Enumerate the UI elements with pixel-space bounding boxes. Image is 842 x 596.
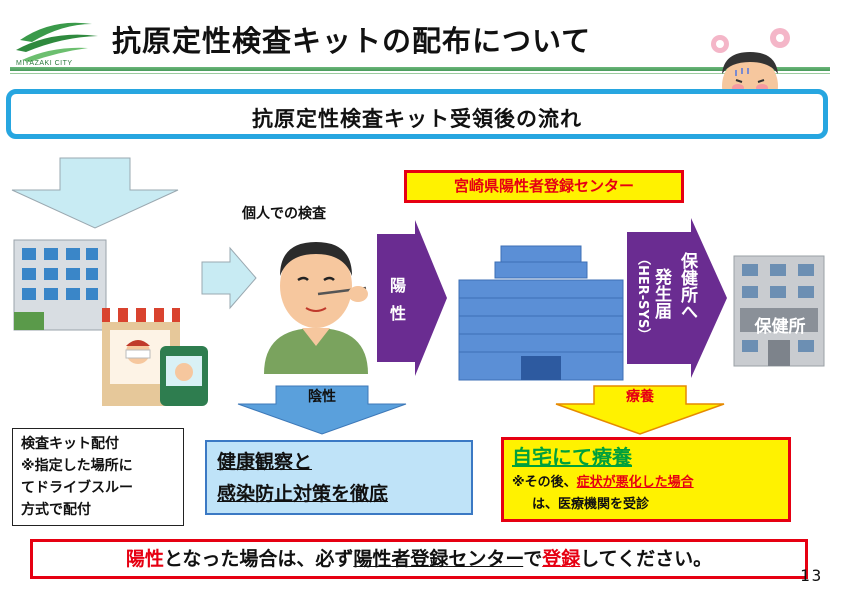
recovery-arrow: [555, 385, 725, 435]
registration-instruction-box: 陽性となった場合は、必ず陽性者登録センターで登録してください。: [30, 539, 808, 579]
drive-through-illustration: [102, 308, 208, 406]
report-label-1: 保健所へ: [677, 252, 697, 320]
subtitle-text: 抗原定性検査キット受領後の流れ: [252, 107, 582, 131]
bottom-part-6: してください。: [580, 548, 713, 570]
health-observation-box: 健康観察と 感染防止対策を徹底: [205, 440, 473, 515]
health-center-building: [733, 255, 825, 367]
kit-box-line-3: てドライブスルー: [21, 480, 133, 496]
home-note-red: 症状が悪化した場合: [576, 475, 694, 490]
report-label-2: 発生届: [651, 268, 671, 319]
bottom-part-4: で: [523, 548, 543, 570]
home-recovery-title: 自宅にて療養: [512, 445, 632, 469]
down-arrow-large: [11, 157, 179, 229]
kit-box-line-4: 方式で配付: [21, 502, 91, 518]
personal-test-label: 個人での検査: [242, 206, 326, 222]
kit-box-line-2: ※指定した場所に: [21, 458, 133, 474]
home-recovery-note-2: は、医療機関を受診: [532, 497, 650, 512]
negative-label: 陰性: [308, 389, 336, 405]
bottom-part-2: となった場合は、必ず: [163, 548, 354, 570]
report-to-health-center-arrow: [627, 218, 727, 378]
hersys-label: （HER-SYS）: [635, 252, 650, 342]
kit-distribution-box: 検査キット配付 ※指定した場所に てドライブスルー 方式で配付: [12, 428, 184, 526]
positive-label-2: 性: [390, 304, 407, 323]
home-recovery-note-1: ※その後、症状が悪化した場合: [512, 472, 780, 494]
positive-arrow: [377, 220, 447, 376]
health-box-line-1: 健康観察と: [217, 451, 313, 473]
positive-label-1: 陽: [390, 276, 407, 295]
bottom-part-3: 陽性者登録センター: [353, 548, 524, 570]
recovery-label: 療養: [626, 389, 654, 405]
page-title: 抗原定性検査キットの配布について: [112, 24, 592, 58]
person-nasal-swab-illustration: [264, 242, 368, 374]
miyazaki-city-logo: [16, 22, 98, 62]
arrow-to-person: [201, 246, 257, 310]
health-center-sign: 保健所: [754, 317, 806, 337]
title-underline-thin: [10, 73, 830, 74]
home-note-prefix: ※その後、: [512, 475, 577, 490]
office-building-illustration: [13, 239, 107, 331]
registration-center-label: 宮崎県陽性者登録センター: [404, 170, 684, 203]
negative-arrow: [237, 385, 407, 435]
bottom-part-1: 陽性: [125, 548, 164, 570]
page-number: 13: [800, 566, 824, 585]
kit-box-line-1: 検査キット配付: [21, 436, 119, 452]
logo-text: MIYAZAKI CITY: [16, 60, 73, 67]
health-box-line-2: 感染防止対策を徹底: [217, 483, 389, 505]
subtitle-banner: 抗原定性検査キット受領後の流れ: [6, 89, 828, 139]
title-underline: [10, 67, 830, 71]
registration-center-building: [458, 245, 624, 381]
bottom-part-5: 登録: [542, 548, 581, 570]
home-recovery-box: 自宅にて療養 ※その後、症状が悪化した場合 は、医療機関を受診: [501, 437, 791, 522]
